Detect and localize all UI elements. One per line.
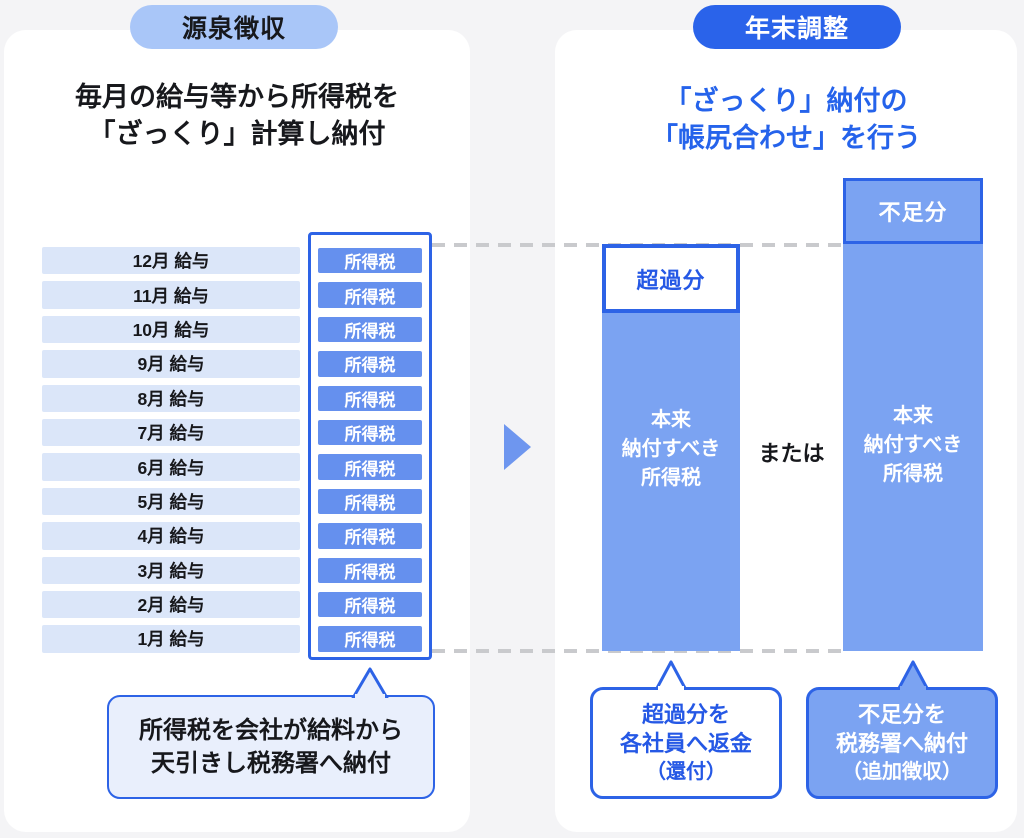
refund-callout-pointer: [654, 660, 688, 690]
pay-callout-line1: 不足分を: [857, 701, 946, 727]
pay-callout-pointer: [896, 660, 930, 690]
pay-callout-line2: 税務署へ納付: [835, 730, 968, 756]
yearend-title-line2: 「帳尻合わせ」を行う: [651, 123, 921, 153]
right-arrow-icon: [504, 424, 531, 470]
shortage-bar-line2: 納付すべき: [863, 434, 963, 456]
withholding-callout-line1: 所得税を会社が給料から: [139, 717, 403, 744]
income-tax-badge: 所得税: [318, 454, 422, 480]
yearend-title: 「ざっくり」納付の 「帳尻合わせ」を行う: [555, 83, 1017, 157]
month-row: 6月 給与: [42, 453, 300, 481]
income-tax-column: 所得税所得税所得税所得税所得税所得税所得税所得税所得税所得税所得税所得税: [308, 232, 432, 660]
withholding-pill-label: 源泉徴収: [181, 15, 286, 43]
month-row: 8月 給与: [42, 384, 300, 412]
income-tax-badge: 所得税: [318, 282, 422, 308]
shortage-bar-line3: 所得税: [883, 463, 943, 485]
income-tax-badge: 所得税: [318, 591, 422, 618]
shortage-cap: 不足分: [843, 178, 983, 244]
excess-bar-line3: 所得税: [641, 466, 701, 489]
withholding-title-line2: 「ざっくり」計算し納付: [88, 119, 386, 149]
month-row: 9月 給与: [42, 350, 300, 378]
month-row: 5月 給与: [42, 487, 300, 516]
income-tax-badge: 所得税: [318, 351, 422, 377]
excess-cap: 超過分: [602, 244, 740, 313]
refund-callout-line2: 各社員へ返金: [619, 730, 752, 756]
shortage-bar-body: 本来 納付すべき 所得税: [843, 244, 983, 651]
excess-bar-body: 本来 納付すべき 所得税: [602, 313, 740, 651]
excess-label: 超過分: [636, 267, 706, 293]
income-tax-badge: 所得税: [318, 419, 422, 446]
withholding-callout-line2: 天引きし税務署へ納付: [151, 750, 391, 777]
or-label: または: [758, 441, 825, 466]
yearend-pill-label: 年末調整: [744, 15, 849, 43]
excess-bar-line1: 本来: [651, 408, 691, 431]
pay-callout: 不足分を 税務署へ納付 （追加徴収）: [806, 687, 998, 799]
excess-bar-line2: 納付すべき: [621, 437, 721, 460]
income-tax-badge: 所得税: [318, 626, 422, 652]
shortage-label: 不足分: [878, 200, 948, 225]
month-row: 12月 給与: [42, 247, 300, 275]
month-row: 2月 給与: [42, 590, 300, 619]
refund-callout-line3: （還付）: [646, 760, 726, 783]
month-row: 3月 給与: [42, 556, 300, 584]
shortage-bar-line1: 本来: [893, 405, 933, 427]
withholding-title-line1: 毎月の給与等から所得税を: [75, 82, 399, 112]
refund-callout: 超過分を 各社員へ返金 （還付）: [590, 687, 782, 799]
yearend-title-line1: 「ざっくり」納付の: [664, 86, 908, 116]
month-row: 1月 給与: [42, 625, 300, 653]
income-tax-badge-list: 所得税所得税所得税所得税所得税所得税所得税所得税所得税所得税所得税所得税: [318, 248, 422, 652]
shortage-bar: 不足分 本来 納付すべき 所得税: [843, 178, 983, 651]
pay-callout-line3: （追加徴収）: [842, 760, 962, 783]
income-tax-badge: 所得税: [318, 385, 422, 411]
month-row: 11月 給与: [42, 281, 300, 309]
month-salary-list: 12月 給与 11月 給与 10月 給与 9月 給与 8月 給与 7月 給与 6月 給与 5月…: [42, 247, 300, 653]
month-row: 4月 給与: [42, 522, 300, 550]
refund-callout-line1: 超過分を: [641, 701, 730, 727]
income-tax-badge: 所得税: [318, 316, 422, 343]
income-tax-badge: 所得税: [318, 488, 422, 515]
excess-bar: 超過分 本来 納付すべき 所得税: [602, 244, 740, 651]
withholding-title: 毎月の給与等から所得税を 「ざっくり」計算し納付: [4, 79, 470, 153]
income-tax-badge: 所得税: [318, 523, 422, 549]
yearend-pill: 年末調整: [693, 5, 901, 49]
withholding-callout: 所得税を会社が給料から 天引きし税務署へ納付: [107, 695, 435, 799]
month-row: 10月 給与: [42, 315, 300, 344]
withholding-pill: 源泉徴収: [130, 5, 338, 49]
income-tax-badge: 所得税: [318, 557, 422, 583]
month-row: 7月 給与: [42, 418, 300, 447]
source-callout-pointer: [351, 667, 389, 698]
income-tax-badge: 所得税: [318, 248, 422, 274]
